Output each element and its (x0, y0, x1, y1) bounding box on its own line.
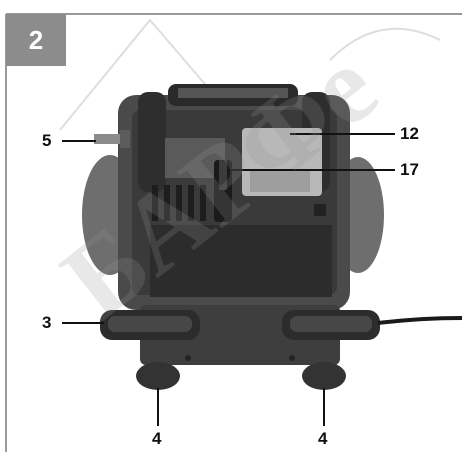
leader-lines (62, 133, 395, 426)
callout-5: 5 (42, 131, 52, 150)
callout-17: 17 (400, 160, 419, 179)
callout-3: 3 (42, 313, 52, 332)
callout-4-left: 4 (152, 429, 162, 448)
watermark-shapes (59, 18, 441, 131)
compressor-illustration (82, 84, 463, 390)
callout-4-right: 4 (318, 429, 328, 448)
callout-12: 12 (400, 124, 419, 143)
figure-number-badge: 2 (6, 14, 66, 66)
